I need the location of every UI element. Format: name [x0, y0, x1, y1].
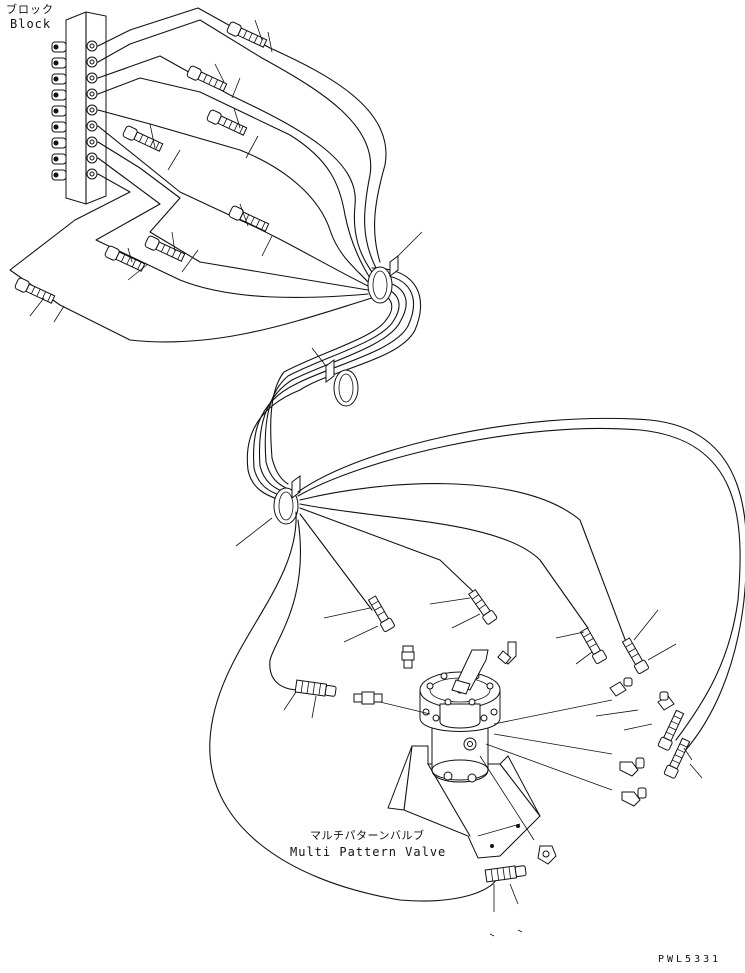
figure-code: PWL5331	[658, 954, 721, 965]
hose-fittings-upper	[14, 19, 273, 323]
valve-label-en: Multi Pattern Valve	[290, 845, 446, 859]
clamp-middle	[311, 347, 359, 407]
clamp-lower	[235, 475, 301, 547]
valve-label-jp: マルチパターンバルブ	[310, 828, 424, 842]
hose-fittings-lower	[283, 589, 703, 937]
multi-pattern-valve	[379, 649, 653, 859]
block-label-jp: ブロック	[6, 2, 54, 16]
block-label-en: Block	[10, 17, 51, 31]
hose-bundle-upper	[9, 7, 387, 343]
manifold-block	[51, 11, 107, 205]
hose-bundle-lower	[209, 417, 745, 902]
elbow-fittings	[353, 641, 675, 865]
hose-bundle-main	[246, 267, 422, 501]
clamp-upper	[367, 231, 423, 304]
